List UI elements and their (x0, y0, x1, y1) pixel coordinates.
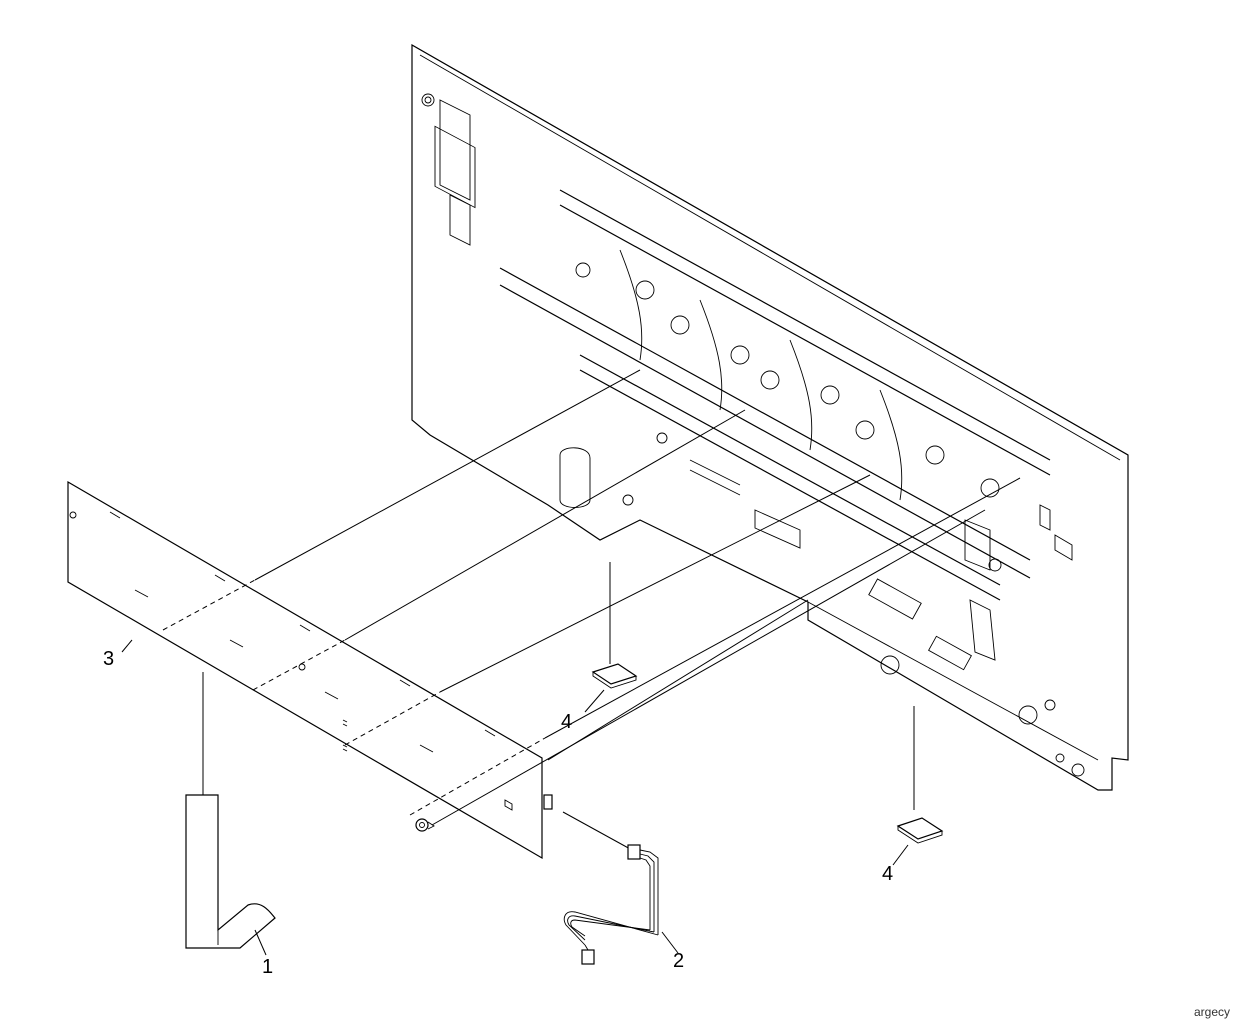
screw (415, 818, 435, 832)
callout-3: 3 (103, 648, 114, 670)
watermark: argecy (1194, 1005, 1230, 1019)
callout-4-right: 4 (882, 863, 893, 885)
part-2-wire-harness (563, 844, 679, 965)
callout-4-left: 4 (561, 711, 572, 733)
part-1-flat-cable (185, 794, 276, 956)
callout-2: 2 (673, 950, 684, 972)
part-3-cover-plate (67, 480, 553, 860)
callout-1: 1 (262, 956, 273, 978)
projection-lines (162, 369, 1021, 851)
frame-assembly (411, 43, 1129, 791)
part-4-pad-left (584, 663, 638, 713)
part-4-pad-right (892, 817, 944, 866)
